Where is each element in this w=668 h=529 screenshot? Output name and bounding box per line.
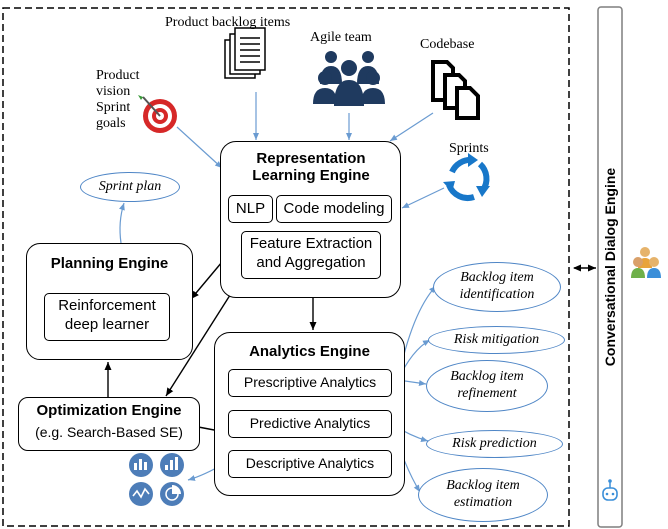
prescriptive-label: Prescriptive Analytics [243, 374, 377, 390]
code-modeling-label: Code modeling [283, 200, 385, 217]
agile-team-label: Agile team [310, 30, 372, 45]
chart-icons [129, 453, 184, 506]
backlog-estimation-label: Backlog item estimation [446, 478, 520, 510]
dialog-engine-bar [597, 6, 623, 528]
backlog-estimation-ellipse: Backlog item estimation [418, 468, 548, 522]
sprint-plan-label: Sprint plan [98, 178, 162, 194]
backlog-identification-ellipse: Backlog item identification [433, 262, 561, 312]
product-vision-label: Product vision Sprint goals [96, 68, 140, 132]
descriptive-label: Descriptive Analytics [245, 455, 375, 471]
dialog-engine-label: Conversational Dialog Engine [601, 167, 618, 367]
planning-engine-title: Planning Engine [50, 255, 169, 272]
predictive-label: Predictive Analytics [249, 415, 371, 431]
users-icon [631, 247, 661, 278]
target-icon [138, 95, 177, 133]
predictive-box: Predictive Analytics [228, 410, 392, 438]
backlog-refinement-ellipse: Backlog item refinement [426, 360, 548, 412]
optimization-engine-subtitle: (e.g. Search-Based SE) [35, 424, 183, 440]
risk-prediction-ellipse: Risk prediction [426, 430, 563, 458]
risk-mitigation-ellipse: Risk mitigation [428, 326, 565, 354]
optimization-engine [18, 397, 200, 451]
team-icon [313, 51, 385, 106]
analytics-engine-title: Analytics Engine [249, 343, 370, 360]
backlog-refinement-label: Backlog item refinement [450, 369, 524, 401]
nlp-label: NLP [235, 200, 266, 217]
prescriptive-box: Prescriptive Analytics [228, 369, 392, 397]
backlog-identification-label: Backlog item identification [459, 270, 535, 302]
product-backlog-label: Product backlog items [165, 15, 291, 30]
nlp-box: NLP [228, 195, 273, 223]
sprint-cycle-arrowheads [443, 153, 490, 197]
feature-extraction-box: Feature Extraction and Aggregation [241, 231, 381, 279]
representation-engine-title: Representation Learning Engine [252, 150, 370, 185]
codebase-label: Codebase [420, 37, 475, 52]
system-boundary [2, 7, 570, 527]
reinforcement-learner-box: Reinforcement deep learner [44, 293, 170, 341]
reinforcement-learner-label: Reinforcement deep learner [58, 297, 156, 333]
risk-mitigation-label: Risk mitigation [453, 331, 540, 347]
risk-prediction-label: Risk prediction [452, 435, 537, 451]
sprint-plan-ellipse: Sprint plan [80, 172, 180, 202]
descriptive-box: Descriptive Analytics [228, 450, 392, 478]
codebase-icon [431, 60, 480, 120]
robot-icon [602, 479, 618, 501]
code-modeling-box: Code modeling [276, 195, 392, 223]
feature-extraction-label: Feature Extraction and Aggregation [249, 235, 373, 271]
document-stack-icon [224, 27, 266, 79]
sprints-label: Sprints [449, 141, 489, 156]
optimization-engine-title: Optimization Engine [36, 402, 182, 419]
